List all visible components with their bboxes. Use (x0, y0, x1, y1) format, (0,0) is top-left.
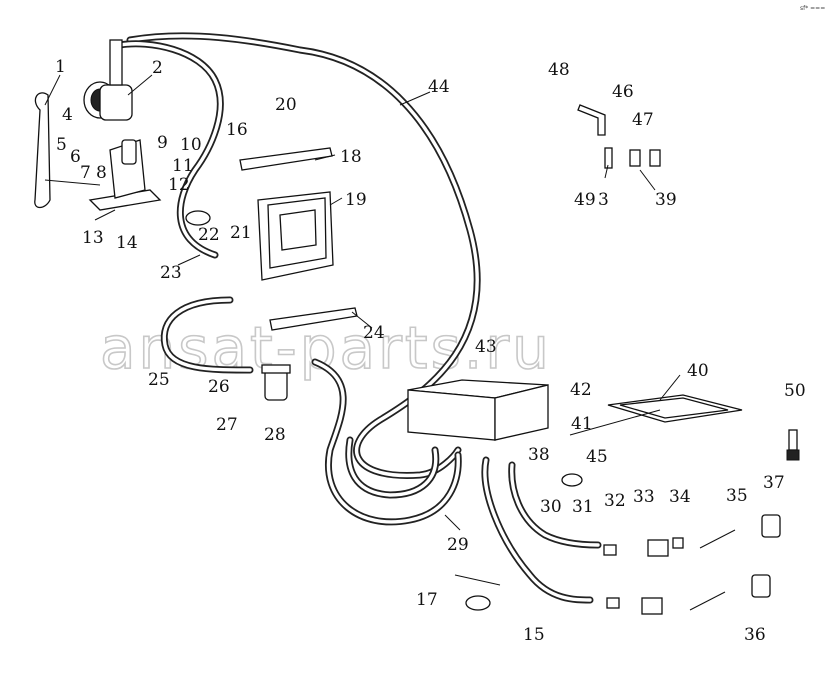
callout-47: 47 (632, 110, 654, 130)
callout-46: 46 (612, 82, 634, 102)
callout-5: 5 (56, 135, 67, 155)
callout-23: 23 (160, 263, 182, 283)
callout-2: 2 (152, 58, 163, 78)
callout-29: 29 (447, 535, 469, 555)
clip-39a (629, 149, 641, 167)
drier-28 (261, 364, 291, 401)
leader-lines (44, 74, 681, 531)
callout-12: 12 (168, 175, 190, 195)
tensioner-9 (121, 139, 137, 165)
frame-40 (607, 394, 743, 423)
callout-33: 33 (633, 487, 655, 507)
callout-35: 35 (726, 486, 748, 506)
fitting-34 (672, 537, 684, 549)
callout-31: 31 (572, 497, 594, 517)
callout-30: 30 (540, 497, 562, 517)
callout-25: 25 (148, 370, 170, 390)
bracket-46 (577, 104, 606, 136)
callout-26: 26 (208, 377, 230, 397)
clamp-22b (465, 595, 491, 611)
clamp-33a (647, 539, 669, 557)
bolt-35b (689, 591, 726, 611)
callout-3: 3 (598, 190, 609, 210)
callout-37: 37 (763, 473, 785, 493)
belt (34, 92, 51, 209)
callout-36: 36 (744, 625, 766, 645)
callout-38: 38 (528, 445, 550, 465)
connector-37 (761, 514, 781, 538)
callout-4: 4 (62, 105, 73, 125)
bracket-47 (604, 147, 613, 169)
callout-39: 39 (655, 190, 677, 210)
callout-34: 34 (669, 487, 691, 507)
callout-9: 9 (157, 133, 168, 153)
clamp-22a (185, 210, 211, 226)
corner-mark: sf* === (800, 5, 825, 12)
callout-19: 19 (345, 190, 367, 210)
clamp-33b (641, 597, 663, 615)
callout-41: 41 (571, 414, 593, 434)
box-43 (407, 379, 549, 441)
callout-40: 40 (687, 361, 709, 381)
compressor (83, 39, 133, 121)
callout-labels: 1 2 3 4 5 6 7 8 9 10 11 12 13 14 15 16 1… (55, 57, 806, 645)
parts (34, 39, 800, 615)
watermark: ansat-parts.ru (100, 314, 552, 382)
callout-24: 24 (363, 323, 385, 343)
clip-39b (649, 149, 661, 167)
callout-17: 17 (416, 590, 438, 610)
callout-10: 10 (180, 135, 202, 155)
callout-8: 8 (96, 163, 107, 183)
callout-14: 14 (116, 233, 138, 253)
bolt-35a (699, 529, 736, 549)
hoses (116, 32, 602, 604)
callout-21: 21 (230, 223, 252, 243)
clamp-45 (561, 473, 583, 487)
callout-22: 22 (198, 225, 220, 245)
callout-7: 7 (80, 163, 91, 183)
callout-16: 16 (226, 120, 248, 140)
callout-44: 44 (428, 77, 450, 97)
fitting-32b (606, 597, 620, 609)
cable-tie-17 (454, 574, 501, 586)
callout-27: 27 (216, 415, 238, 435)
callout-32: 32 (604, 491, 626, 511)
sensor-50 (786, 429, 800, 461)
callout-13: 13 (82, 228, 104, 248)
callout-1: 1 (55, 57, 66, 77)
callout-6: 6 (70, 147, 81, 167)
callout-11: 11 (172, 156, 194, 176)
callout-43: 43 (475, 337, 497, 357)
callout-42: 42 (570, 380, 592, 400)
callout-28: 28 (264, 425, 286, 445)
fitting-32a (603, 544, 617, 556)
callout-18: 18 (340, 147, 362, 167)
connector-36 (751, 574, 771, 598)
callout-45: 45 (586, 447, 608, 467)
callout-48: 48 (548, 60, 570, 80)
callout-50: 50 (784, 381, 806, 401)
evaporator-19 (257, 191, 334, 281)
callout-20: 20 (275, 95, 297, 115)
callout-15: 15 (523, 625, 545, 645)
callout-49: 49 (574, 190, 596, 210)
